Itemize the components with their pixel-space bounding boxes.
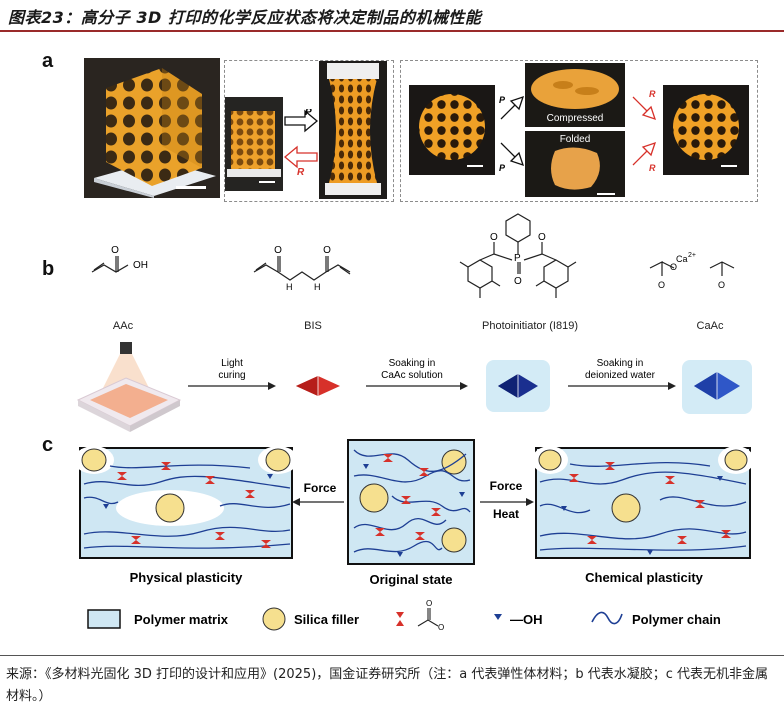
molecule-structures: O OH O O H H P O O O (91, 213, 735, 298)
force-label-left: Force (304, 481, 337, 495)
original-state-box (347, 439, 475, 565)
light-curing-setup (76, 342, 182, 432)
svg-text:H: H (286, 282, 293, 292)
svg-text:P: P (499, 95, 506, 105)
panel-a-label: a (42, 50, 54, 72)
source-note: 来源：《多材料光固化 3D 打印的设计和应用》(2025)，国金证券研究所（注：… (6, 667, 769, 704)
svg-text:O: O (490, 232, 498, 243)
figure-title: 图表23：高分子 3D 打印的化学反应状态将决定制品的机械性能 (8, 8, 482, 27)
legend-label: Polymer matrix (134, 612, 229, 627)
lattice-original-photo (409, 85, 495, 175)
lattice-cube-photo (84, 58, 220, 198)
arrow-p-label: P (305, 109, 312, 118)
legend-filler-swatch (262, 607, 286, 631)
folded-label: Folded (560, 134, 591, 145)
folded-photo: Folded (525, 131, 625, 197)
panel-c-label: c (42, 434, 54, 456)
svg-text:O: O (514, 276, 522, 287)
compress-arrows: P R (283, 109, 319, 175)
step-label: deionized water (585, 370, 656, 381)
step-label: Soaking in (597, 358, 644, 369)
panel-c-diagram: Force Force Heat (74, 439, 754, 632)
svg-text:Ca: Ca (676, 254, 688, 264)
panel-b-label: b (42, 258, 55, 280)
step-label: Soaking in (389, 358, 436, 369)
aac-structure (91, 256, 129, 273)
legend-acetate-structure (417, 608, 439, 627)
step-label: curing (218, 370, 245, 381)
caption-chemical: Chemical plasticity (585, 570, 704, 585)
caption-original: Original state (369, 572, 452, 587)
legend: Polymer matrix Silica filler O O —OH Pol… (87, 599, 721, 632)
svg-text:O: O (658, 280, 665, 290)
svg-text:OH: OH (133, 260, 148, 271)
chemical-plasticity-box (532, 446, 754, 559)
i819-structure (459, 213, 577, 298)
svg-text:O: O (426, 599, 432, 608)
lattice-cube-drawing (94, 68, 216, 198)
physical-plasticity-box (74, 446, 298, 559)
compressed-label: Compressed (547, 113, 604, 124)
deform-arrows: P P (499, 95, 525, 173)
dark-blue-hydrogel (486, 360, 550, 412)
lattice-before-photo (225, 97, 283, 191)
lattice-recovered-photo (663, 85, 749, 175)
svg-text:H: H (314, 282, 321, 292)
molecule-label: BIS (304, 320, 322, 332)
footer-rule (0, 655, 784, 656)
light-blue-hydrogel (682, 360, 752, 414)
svg-text:R: R (649, 89, 656, 99)
legend-matrix-swatch (87, 609, 121, 629)
svg-text:O: O (323, 245, 331, 256)
lattice-stretched-photo (319, 61, 387, 199)
red-hydrogel (296, 376, 340, 396)
step-label: CaAc solution (381, 370, 443, 381)
svg-text:O: O (718, 280, 725, 290)
svg-text:O: O (274, 245, 282, 256)
compression-box: P R (224, 60, 394, 202)
svg-text:P: P (499, 163, 506, 173)
legend-label: —OH (510, 612, 543, 627)
molecule-label: Photoinitiator (I819) (482, 320, 578, 332)
process-row: Light curing Soaking in CaAc solution So… (76, 342, 752, 432)
heat-label: Heat (493, 507, 519, 521)
svg-text:2+: 2+ (688, 252, 696, 259)
caption-physical: Physical plasticity (130, 570, 243, 585)
legend-label: Silica filler (294, 612, 359, 627)
svg-text:O: O (538, 232, 546, 243)
svg-text:O: O (111, 245, 119, 256)
molecule-label: AAc (112, 320, 134, 332)
svg-text:O: O (438, 623, 444, 632)
svg-text:O: O (670, 262, 677, 272)
legend-oh-swatch (494, 614, 502, 620)
legend-crosslink-swatch (396, 612, 404, 626)
recovery-box: P P Compressed Folded R R (400, 60, 758, 202)
bis-structure (253, 256, 351, 281)
caac-structure (649, 261, 735, 276)
legend-label: Polymer chain (632, 612, 721, 627)
legend-chain-swatch (591, 611, 623, 625)
title-rule (0, 30, 784, 32)
step-label: Light (221, 358, 243, 369)
svg-text:R: R (649, 163, 656, 173)
molecule-label: CaAc (696, 320, 724, 332)
arrow-r-label: R (297, 167, 305, 175)
svg-text:P: P (514, 253, 521, 264)
compressed-photo: Compressed (525, 63, 625, 127)
force-label-right: Force (490, 479, 523, 493)
recover-arrows: R R (632, 89, 657, 173)
